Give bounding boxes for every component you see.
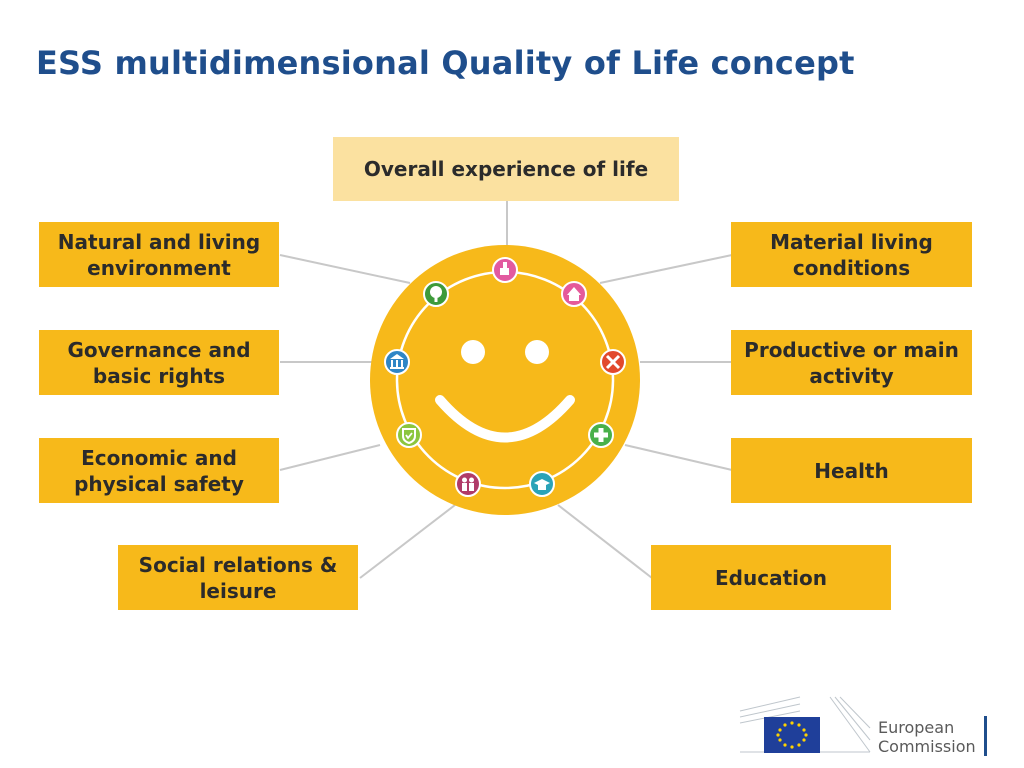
shield-icon <box>396 422 422 448</box>
connector-safety <box>279 444 381 471</box>
box-natural-environment: Natural and living environment <box>39 222 279 287</box>
box-material-conditions: Material living conditions <box>731 222 972 287</box>
box-economic-safety: Economic and physical safety <box>39 438 279 503</box>
box-education: Education <box>651 545 891 610</box>
smiley-circle <box>370 245 640 515</box>
box-social-relations: Social relations & leisure <box>118 545 358 610</box>
people-icon <box>455 471 481 497</box>
graduation-cap-icon <box>529 471 555 497</box>
european-commission-wordmark: European Commission <box>878 718 976 756</box>
page-title: ESS multidimensional Quality of Life con… <box>36 44 855 82</box>
house-icon <box>561 281 587 307</box>
box-health: Health <box>731 438 972 503</box>
european-commission-logo <box>739 696 871 753</box>
box-productive-activity: Productive or main activity <box>731 330 972 395</box>
eu-flag-stars <box>776 721 808 749</box>
connector-health <box>624 444 733 471</box>
smile <box>435 395 575 443</box>
logo-line-2: Commission <box>878 737 976 756</box>
box-overall-experience: Overall experience of life <box>333 137 679 201</box>
connector-natural <box>279 254 411 284</box>
tools-icon <box>600 349 626 375</box>
right-eye <box>525 340 549 364</box>
tree-icon <box>423 281 449 307</box>
left-eye <box>461 340 485 364</box>
connector-education <box>557 504 653 579</box>
smiley-face <box>370 245 640 515</box>
connector-social <box>359 504 456 579</box>
cross-icon <box>588 422 614 448</box>
thumbs-up-icon <box>492 257 518 283</box>
connector-lines <box>279 200 733 579</box>
connector-material <box>599 254 733 284</box>
building-icon <box>384 349 410 375</box>
logo-line-1: European <box>878 718 955 737</box>
logo-accent-bar <box>984 716 987 756</box>
box-governance-rights: Governance and basic rights <box>39 330 279 395</box>
